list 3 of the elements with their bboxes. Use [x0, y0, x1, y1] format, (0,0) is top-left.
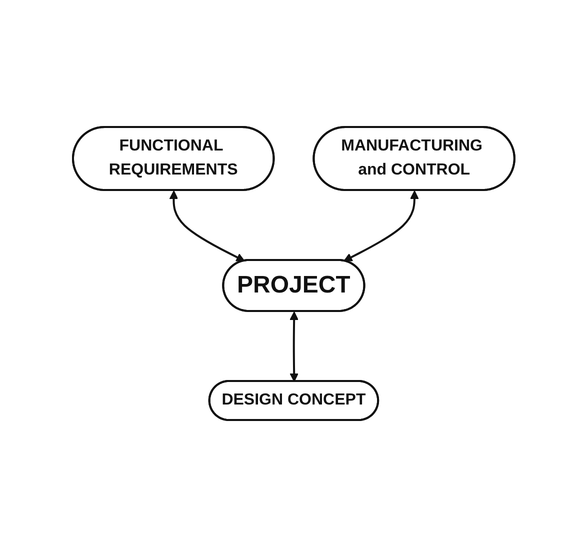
arrow — [289, 311, 298, 382]
arrow — [169, 190, 245, 261]
arrow — [343, 190, 419, 261]
